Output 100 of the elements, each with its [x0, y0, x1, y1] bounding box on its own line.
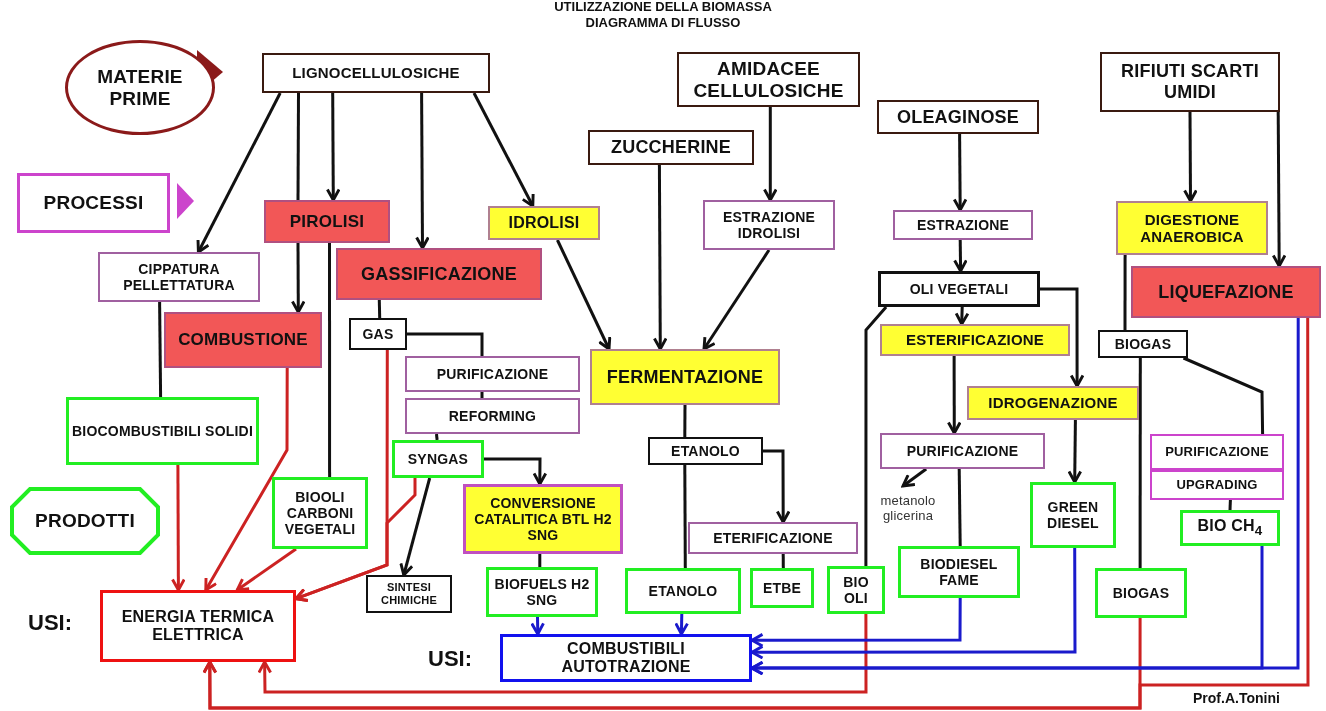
- use-box: [500, 634, 752, 682]
- connector-line: [1182, 356, 1265, 435]
- node-label: ESTRAZIONE: [916, 216, 1010, 234]
- arrow: [484, 457, 548, 486]
- node-label: BIO OLI: [842, 573, 870, 607]
- diagram-title: UTILIZZAZIONE DELLA BIOMASSA: [553, 0, 773, 14]
- arrow: [294, 478, 417, 602]
- connector-line: [435, 433, 439, 441]
- node-label: ZUCCHERINE: [611, 137, 731, 158]
- process-box: [488, 206, 600, 240]
- section-label: USI:: [428, 646, 472, 672]
- node-label: GAS: [362, 325, 394, 343]
- arrow: [202, 318, 1310, 710]
- arrow: [556, 239, 612, 351]
- node-label: PIROLISI: [289, 211, 365, 232]
- process-box: [264, 200, 390, 243]
- node-label: ETERIFICAZIONE: [713, 529, 833, 547]
- node-label: COMBUSTIBILI AUTOTRAZIONE: [560, 639, 692, 677]
- intermediate-box: [1098, 330, 1188, 358]
- author-credit: Prof.A.Tonini: [1193, 690, 1280, 706]
- arrow: [947, 356, 962, 435]
- process-box: [405, 398, 580, 434]
- process-box: [590, 349, 780, 405]
- node-label: RIFIUTI SCARTI UMIDI: [1120, 61, 1260, 103]
- node-label: PURIFICAZIONE: [436, 365, 549, 383]
- process-box: [336, 248, 542, 300]
- intermediate-box: [366, 575, 452, 613]
- node-label: ETBE: [762, 579, 802, 597]
- node-label: BIOGAS: [1112, 584, 1170, 602]
- arrow: [415, 93, 430, 250]
- section-label: USI:: [28, 610, 72, 636]
- node-label: CONVERSIONE CATALITICA BTL H2 SNG: [473, 494, 613, 544]
- process-box: [703, 200, 835, 250]
- product-box: [898, 546, 1020, 598]
- node-label: LIGNOCELLULOSICHE: [292, 64, 460, 82]
- node-label: CIPPATURA PELLETTATURA: [122, 260, 236, 294]
- node-label: ETANOLO: [671, 442, 740, 460]
- connector-line: [1228, 499, 1232, 511]
- connector-line: [296, 93, 300, 200]
- intermediate-box: [878, 271, 1040, 307]
- product-box: [1095, 568, 1187, 618]
- arrow: [750, 598, 962, 648]
- connector-line: [1138, 358, 1142, 568]
- arrow: [325, 93, 341, 202]
- connector-line: [377, 299, 382, 319]
- process-box: [967, 386, 1139, 420]
- raw-material-box: [677, 52, 860, 107]
- arrow: [530, 616, 545, 636]
- node-label: BIOFUELS H2 SNG: [493, 575, 591, 609]
- arrow: [953, 239, 968, 273]
- connector-line: [328, 243, 332, 477]
- node-label: PRODOTTI: [35, 510, 135, 532]
- process-box: [893, 210, 1033, 240]
- node-label: PURIFICAZIONE: [1165, 444, 1269, 460]
- connector-line: [480, 392, 484, 398]
- arrow: [750, 548, 1077, 660]
- process-box: [1116, 201, 1268, 255]
- node-label: BIOGAS: [1114, 335, 1172, 353]
- arrow: [171, 465, 186, 592]
- process-box: [164, 312, 322, 368]
- connector-line: [683, 465, 687, 568]
- node-label: ETANOLO: [648, 582, 718, 600]
- node-label: IDROLISI: [508, 213, 580, 233]
- arrow: [399, 477, 432, 577]
- product-box: [750, 568, 814, 608]
- raw-material-box: [262, 53, 490, 93]
- arrow: [674, 613, 689, 636]
- node-label: BIO CH$_{4}$: [1197, 517, 1263, 539]
- process-box: [463, 484, 623, 554]
- node-label: BIOCOMBUSTIBILI SOLIDI: [72, 422, 253, 440]
- arrow: [1067, 420, 1083, 484]
- node-label: PROCESSI: [43, 192, 144, 214]
- node-label: SINTESI CHIMICHE: [380, 581, 438, 607]
- product-box: [1030, 482, 1116, 548]
- process-box: [880, 324, 1070, 356]
- product-box: [392, 440, 484, 478]
- process-box: [1150, 434, 1284, 470]
- connector-line: [538, 554, 542, 567]
- node-label: SYNGAS: [407, 450, 469, 468]
- connector-line: [1123, 255, 1127, 330]
- node-label: OLEAGINOSE: [897, 106, 1019, 128]
- node-label: ESTRAZIONE IDROLISI: [721, 208, 817, 242]
- product-box: [625, 568, 741, 614]
- arrow: [204, 368, 289, 592]
- connector-line: [781, 554, 785, 568]
- node-label: REFORMING: [448, 407, 537, 425]
- arrow: [702, 249, 771, 351]
- connector-line: [407, 332, 484, 356]
- node-label: GASSIFICAZIONE: [361, 263, 517, 285]
- node-label: PURIFICAZIONE: [906, 442, 1019, 460]
- arrow: [257, 614, 868, 694]
- arrow: [954, 306, 970, 326]
- arrow: [763, 107, 778, 202]
- node-label: IDROGENAZIONE: [988, 394, 1118, 412]
- connector-line: [957, 468, 962, 547]
- arrow: [235, 547, 297, 592]
- category-octagon: [10, 487, 160, 555]
- node-label: OLI VEGETALI: [909, 280, 1009, 298]
- node-label: COMBUSTIONE: [178, 330, 308, 350]
- node-label: metanolo glicerina: [879, 494, 937, 524]
